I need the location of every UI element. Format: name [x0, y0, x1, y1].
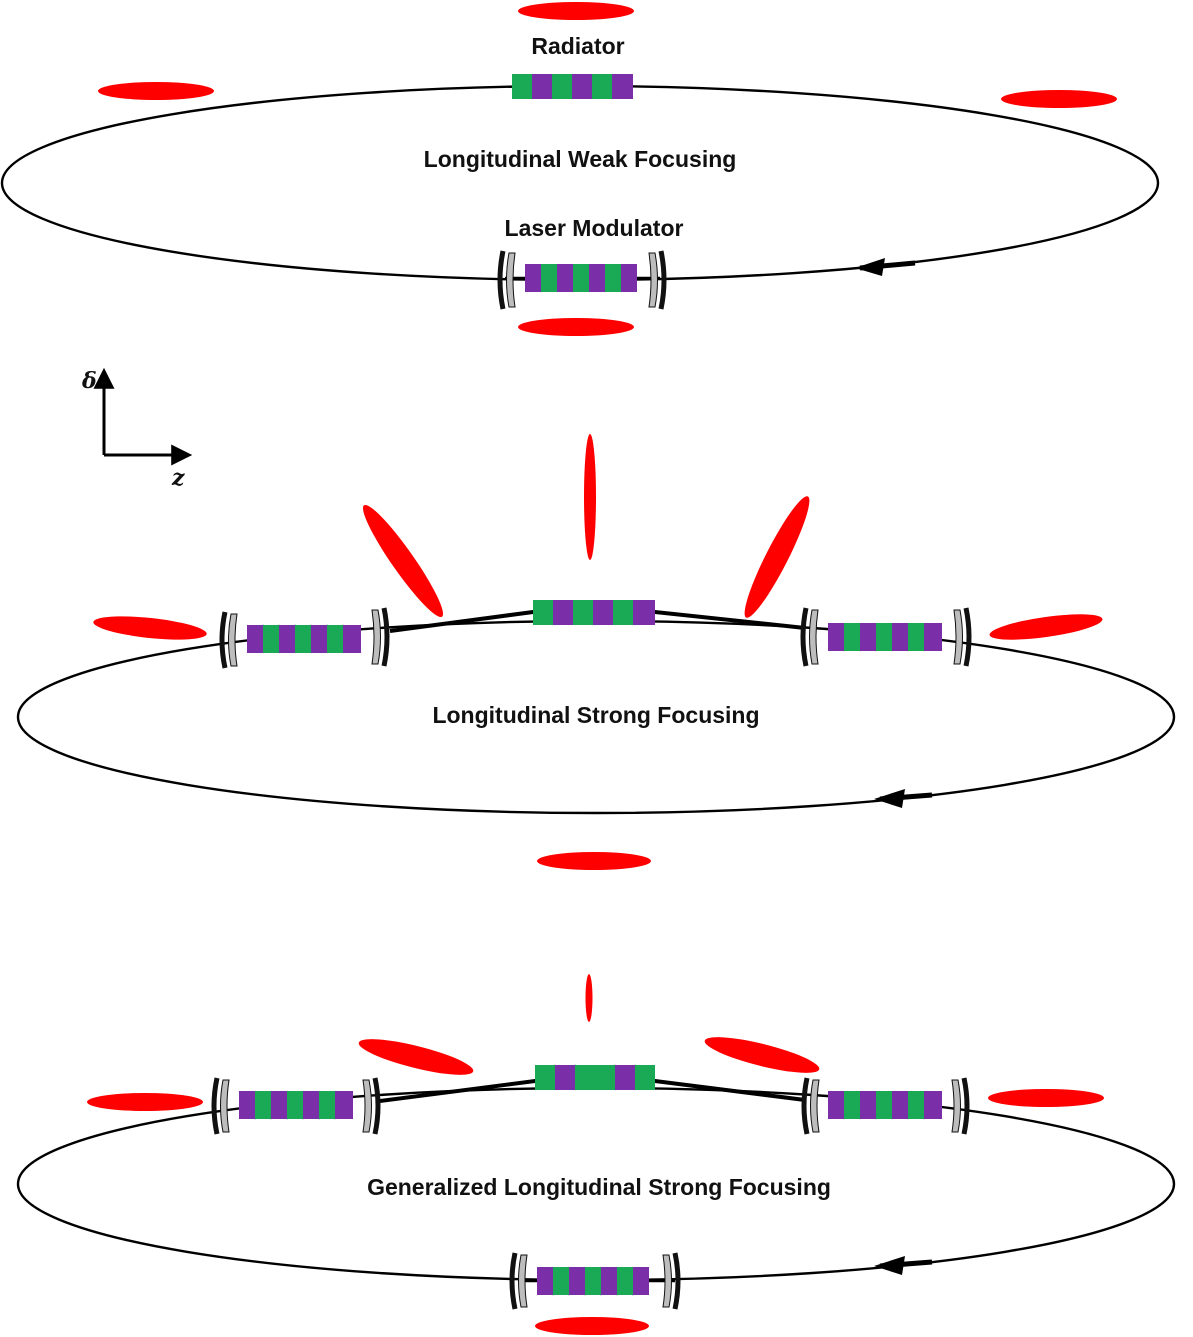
left-modulator-generalized [211, 1077, 381, 1135]
electron-bunch-icon [518, 318, 634, 336]
electron-bunch-icon [537, 852, 651, 870]
direction-arrow-strong [874, 789, 933, 808]
panel-generalized: Generalized Longitudinal Strong Focusing [16, 974, 1176, 1335]
mirror-icon [801, 1077, 820, 1135]
electron-bunch-icon [358, 1039, 474, 1075]
electron-bunch-icon [362, 504, 444, 618]
radiator-undulator [512, 74, 633, 99]
electron-bunch-icon [584, 434, 596, 560]
center-radiator-strong [533, 600, 655, 625]
right-modulator-generalized [801, 1077, 970, 1135]
electron-bunch-icon [93, 616, 207, 640]
z-axis-label: z [171, 465, 185, 491]
left-modulator-strong [219, 607, 390, 669]
electron-bunch-icon [1001, 90, 1117, 108]
panel-title-weak: Longitudinal Weak Focusing [424, 146, 737, 172]
mirror-icon [662, 1252, 681, 1310]
direction-arrow-weak [855, 258, 916, 276]
mirror-icon [219, 611, 238, 669]
laser-modulator-label: Laser Modulator [505, 215, 684, 241]
electron-bunch-icon [988, 1089, 1104, 1107]
right-modulator-strong [800, 607, 972, 667]
mirror-icon [800, 607, 819, 667]
mirror-icon [509, 1252, 528, 1310]
mirror-icon [371, 607, 390, 667]
direction-arrow-generalized [874, 1256, 933, 1275]
mirror-icon [497, 250, 516, 310]
electron-bunch-icon [585, 974, 593, 1022]
panel-weak: Radiator Longitudinal Weak Focusing Lase… [0, 2, 1160, 336]
laser-modulator [497, 250, 667, 310]
bottom-modulator-generalized [509, 1252, 681, 1310]
electron-bunch-icon [744, 496, 810, 618]
mirror-icon [211, 1077, 230, 1135]
electron-bunch-icon [98, 82, 214, 100]
electron-bunch-icon [704, 1037, 820, 1073]
electron-bunch-icon [535, 1317, 649, 1335]
panel-strong: Longitudinal Strong Focusing [16, 434, 1176, 870]
radiator-label: Radiator [531, 33, 624, 59]
electron-bunch-icon [87, 1093, 203, 1111]
delta-axis-label: δ [81, 368, 97, 394]
ring-weak [0, 84, 1160, 282]
electron-bunch-icon [989, 614, 1103, 640]
phase-space-axes: δ z [81, 367, 193, 491]
center-radiator-generalized [535, 1065, 655, 1090]
mirror-icon [951, 1077, 970, 1135]
panel-title-generalized: Generalized Longitudinal Strong Focusing [367, 1174, 831, 1200]
panel-title-strong: Longitudinal Strong Focusing [432, 702, 759, 728]
electron-bunch-icon [518, 2, 634, 20]
mirror-icon [648, 250, 667, 310]
mirror-icon [953, 607, 972, 667]
mirror-icon [362, 1077, 381, 1135]
